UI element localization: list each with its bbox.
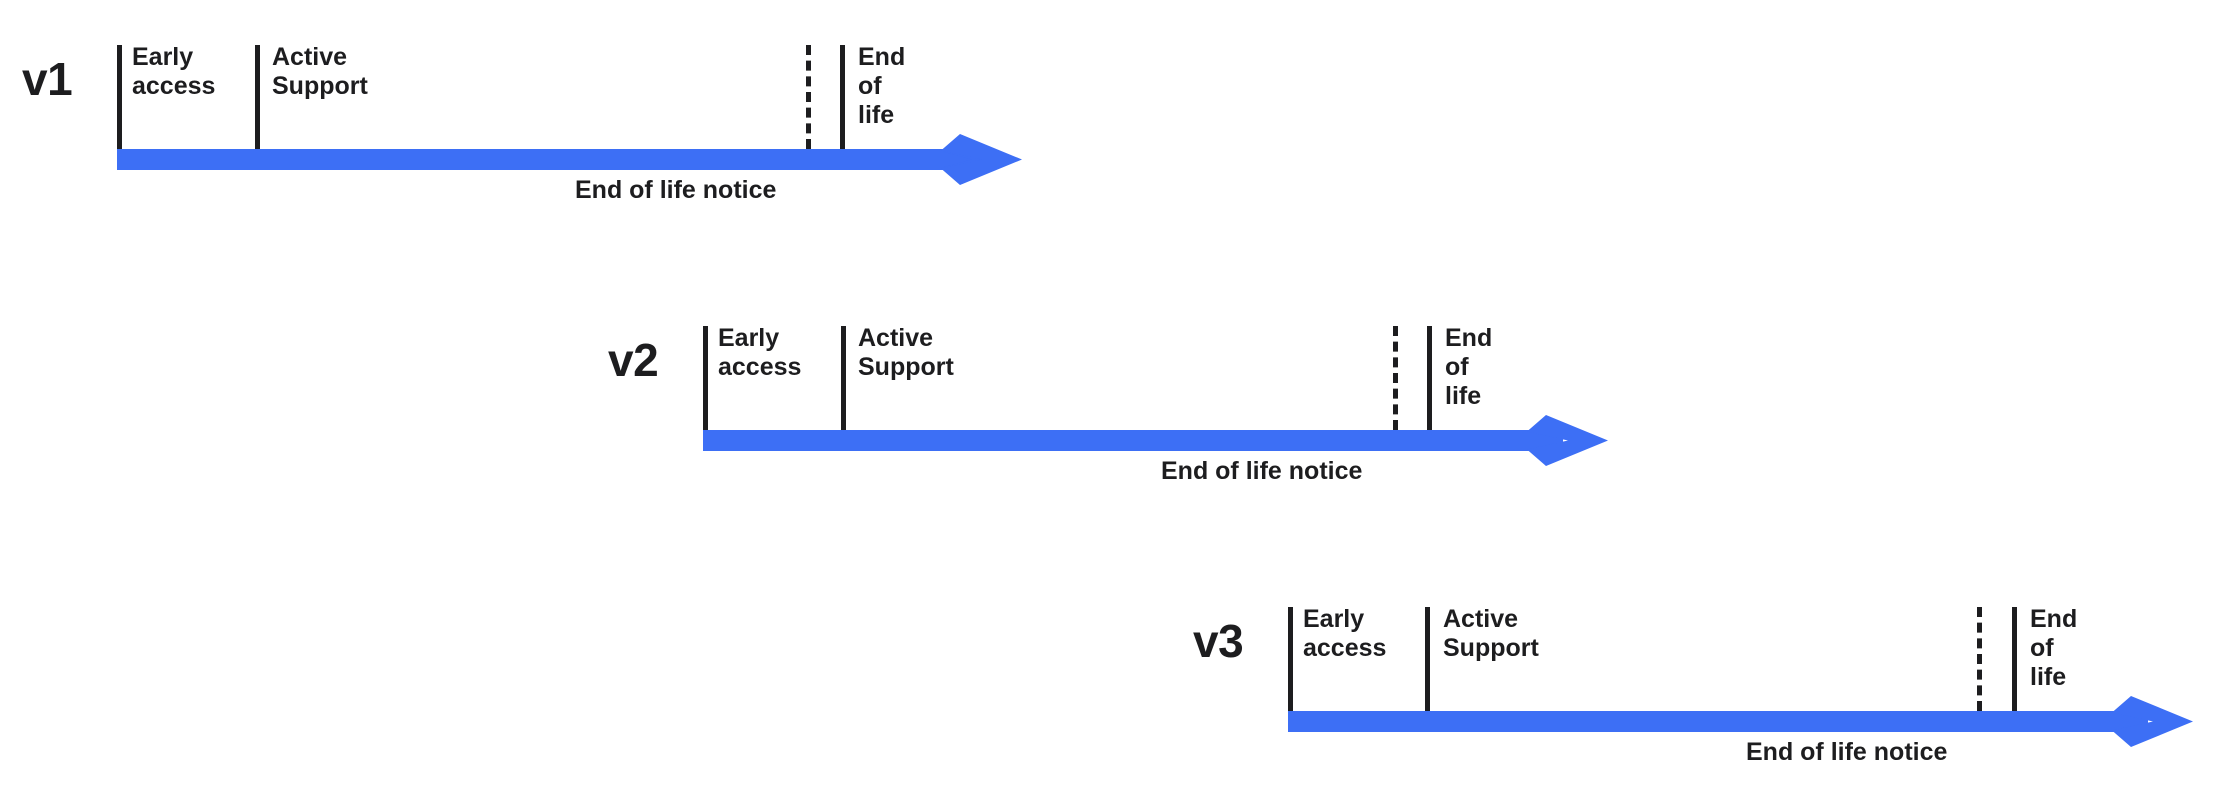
divider-early-access-start-v2	[703, 326, 708, 430]
arrow-caption-v1: End of life notice	[575, 176, 777, 204]
timeline-arrow-v1	[117, 134, 1022, 185]
phase-label-early-access-v3: Early access	[1303, 605, 1387, 662]
version-label-v1: v1	[22, 53, 73, 105]
divider-early-access-start-v3	[1288, 607, 1293, 711]
phase-label-active-support-v2: Active Support	[858, 324, 954, 381]
arrow-caption-v3: End of life notice	[1746, 738, 1948, 766]
phase-label-end-of-life-v1: End of life	[858, 43, 906, 129]
divider-active-support-start-v1	[255, 45, 260, 149]
phase-label-end-of-life-v2: End of life	[1445, 324, 1493, 410]
divider-end-of-life-notice-v2	[1393, 326, 1398, 430]
version-label-v2: v2	[608, 334, 659, 386]
phase-label-early-access-v1: Early access	[132, 43, 216, 100]
divider-end-of-life-notice-v1	[806, 45, 811, 149]
phase-label-active-support-v1: Active Support	[272, 43, 368, 100]
divider-active-support-start-v3	[1425, 607, 1430, 711]
divider-active-support-start-v2	[841, 326, 846, 430]
divider-end-of-life-start-v1	[840, 45, 845, 149]
divider-end-of-life-notice-v3	[1977, 607, 1982, 711]
version-label-v3: v3	[1193, 615, 1244, 667]
timeline-arrow-v3	[1288, 696, 2193, 747]
arrow-caption-v2: End of life notice	[1161, 457, 1363, 485]
phase-label-end-of-life-v3: End of life	[2030, 605, 2078, 691]
divider-end-of-life-start-v2	[1427, 326, 1432, 430]
timeline-arrow-v2	[703, 415, 1608, 466]
divider-end-of-life-start-v3	[2012, 607, 2017, 711]
phase-label-active-support-v3: Active Support	[1443, 605, 1539, 662]
divider-early-access-start-v1	[117, 45, 122, 149]
phase-label-early-access-v2: Early access	[718, 324, 802, 381]
